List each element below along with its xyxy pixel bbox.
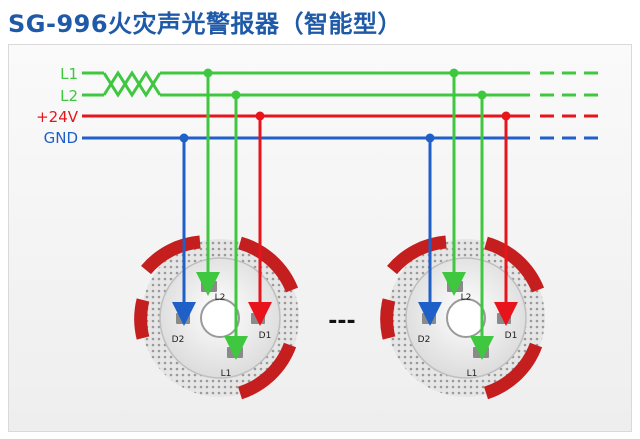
terminal-d1-label: D1 <box>259 331 272 341</box>
alarm-device-2: L2 D1 D2 L1 <box>380 235 545 400</box>
drop-wires-device-1 <box>172 68 272 360</box>
terminal-d2-label: D2 <box>418 335 431 345</box>
terminal-d1-label: D1 <box>505 331 518 341</box>
line-label-gnd: GND <box>44 129 78 147</box>
terminal-l1-label: L1 <box>467 369 478 379</box>
line-label-24v: +24V <box>36 108 79 126</box>
terminal-l2-label: L2 <box>461 293 472 303</box>
page-title: SG-996火灾声光警报器（智能型） <box>8 10 403 38</box>
header: SG-996火灾声光警报器（智能型） <box>0 0 640 44</box>
bus-l1 <box>82 70 604 98</box>
alarm-device-1: L2 D1 D2 L1 <box>134 235 299 400</box>
drop-wires-device-2 <box>418 68 518 360</box>
bus-l2 <box>82 70 604 98</box>
terminal-l1-label: L1 <box>221 369 232 379</box>
device-separator: --- <box>328 309 355 334</box>
line-label-l1: L1 <box>60 65 78 83</box>
terminal-l2-label: L2 <box>215 293 226 303</box>
terminal-d2-label: D2 <box>172 335 185 345</box>
line-label-l2: L2 <box>60 87 78 105</box>
